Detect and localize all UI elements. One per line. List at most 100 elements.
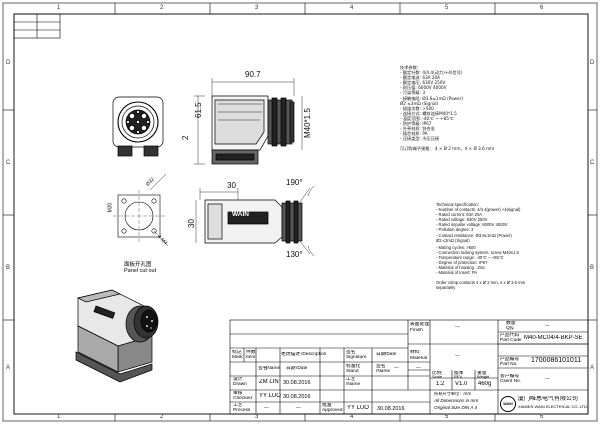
zone-col-3: 3 [255,5,259,11]
spec-en-line: - Rated impulse voltage: 6000V 4000V [436,222,508,228]
zone-col-5: 5 [445,5,449,11]
zone-col-6-bottom: 6 [540,414,544,420]
isometric-view [75,289,159,383]
zone-row-a-right: A [590,365,595,371]
part-no-cn: 产品编号 [500,357,520,362]
spec-cn-block: 技术参数： - 额定针数: 4/4 4(动力)+4(信号) - 额定电流: 63… [400,65,494,152]
weight-val: 460g [478,381,492,387]
stand-date: — [416,366,421,371]
zone-col-4-bottom: 4 [350,414,354,420]
zone-col-3-bottom: 3 [255,414,259,420]
client-val: — [545,377,550,382]
approved-cn: 批准 [322,403,332,408]
date2-en: /Date [296,366,308,371]
process-name-label: /Name [346,382,361,387]
client-en: Client No. [500,379,522,384]
panel-cut-cn: 面板开孔图 [124,262,152,268]
zone-col-1-bottom: 1 [57,414,61,420]
zone-row-b: B [6,265,11,271]
spec-en-line: Ø2 ≤3mΩ (Signal) [436,237,470,243]
title-block-frame [229,319,589,415]
drawn-en: Drawn [233,382,247,387]
brand-label: WAIN [232,211,249,218]
checked-date: 30.08.2016 [283,394,311,400]
cutout-dim-c: M30 [107,202,114,213]
approved-name: YY LUO [347,405,369,411]
dim-note-cn: 所有尺寸单位：mm [434,392,472,396]
name3-en: /Name [376,369,391,374]
spec-en-line: - Material of insert: PA [436,270,478,276]
zone-row-d: D [6,60,11,66]
dim-width: 90.7 [245,70,261,79]
qty-en: Qty. [506,326,515,331]
spec-cn-line: - 接触电阻: Ø3.6≤1mΩ (Power) [400,95,464,101]
part-code-val: M40-MC04/4-BKP-SE [524,335,583,341]
spec-cn-line: - 压接类型: 冷压压接 [400,136,440,142]
qty-val: — [545,324,550,329]
finish-val: — [455,325,460,330]
material-en: Material [410,356,428,361]
spec-cn-line: - 额定电压: 630V 250V [400,80,446,86]
spec-cn-line: - 连接方式: 螺纹连接M40*1.5 [400,110,457,116]
spec-cn-line: - 插芯材质: PA [400,131,428,137]
name-cn: 签名 [258,366,268,371]
zone-col-2: 2 [160,5,164,11]
process-name: — [264,406,269,411]
spec-cn-line: - 外壳材质: 锌合金 [400,126,435,132]
spec-cn-line: - 温度范围: -40℃ ~ +85℃ [400,115,454,121]
checked-cn: 审核 [233,391,243,396]
process-date: — [296,406,301,411]
spec-cn-line: - 耐压值: 6000V 4000V [400,85,447,91]
name-en: /Name [266,366,281,371]
approved-date: 30.08.2016 [377,406,405,412]
spec-en-line: - Number of contacts: 4/4 4(power) +4(si… [436,207,521,213]
spec-en-line: - Rated current: 63A 20A [436,212,483,218]
scale-en: Scale [432,375,443,379]
process-en: Process [233,408,251,413]
date2-cn: 日期 [286,366,296,371]
change-cn: 更改描述 [281,352,301,357]
rev-cn: 版本 [454,371,464,376]
panel-cut-en: Panel cut out [124,268,157,274]
part-no-val: 1700086101011 [531,357,582,364]
drawn-date: 30.08.2016 [283,380,311,386]
company-logo: WAIN [500,396,516,412]
front-face-view [112,96,164,157]
spec-cn-line: Ø2 ≤3mΩ (Signal) [400,100,439,106]
spec-en-line: - Material of housing : Zinc [436,265,486,271]
panel-cutout-view [113,173,169,247]
spec-cn-line: - 防护等级: IP67 [400,121,432,127]
qty-cn: 数量 [506,321,516,326]
zone-col-2-bottom: 2 [160,414,164,420]
zone-col-1: 1 [57,5,61,11]
client-cn: 客户编号 [500,374,520,379]
stand-cn: 标准化 [346,364,361,369]
zone-col-6: 6 [540,5,544,11]
zone-row-b-right: B [590,265,595,271]
mark-en: Mark [232,355,243,360]
zone-col-5-bottom: 5 [445,414,449,420]
spec-cn-crimp: 可订购端子规格： 4 × Ø 2 mm，4 × Ø 3.6 mm [400,146,495,152]
spec-en-crimp-2: separately [436,285,456,291]
spec-en-block: Technical specification: - Number of con… [436,202,525,291]
spec-en-crimp-1: Order crimp contacts 4 x Ø 2 mm, 4 x Ø 3… [436,280,526,286]
top-view [195,185,315,257]
spec-en-line: - Temperature range: -40℃ ~ +85℃ [436,254,504,260]
zone-row-a: A [6,365,11,371]
zone-col-4: 4 [350,5,354,11]
dim-note-2: Original Size DIN A 4 [434,405,478,410]
spec-en-line: - Mating cycles: >500 [436,244,476,250]
checked-en: Checked [233,396,252,401]
angle-bottom: 130° [286,250,303,259]
dim-small: 2 [181,135,190,140]
zone-row-c: C [6,160,11,166]
dim-thread: M40*1.5 [303,108,312,138]
spec-en-line: Technical specification: [436,202,479,207]
zone-row-d-right: D [590,60,595,66]
sign-en: Signature [346,355,367,360]
process-row-cn: 工艺 [233,403,243,408]
material-cn: 材料 [410,350,420,355]
date-cn: 日期 [376,352,386,357]
weight-cn: 重量 [477,371,487,376]
